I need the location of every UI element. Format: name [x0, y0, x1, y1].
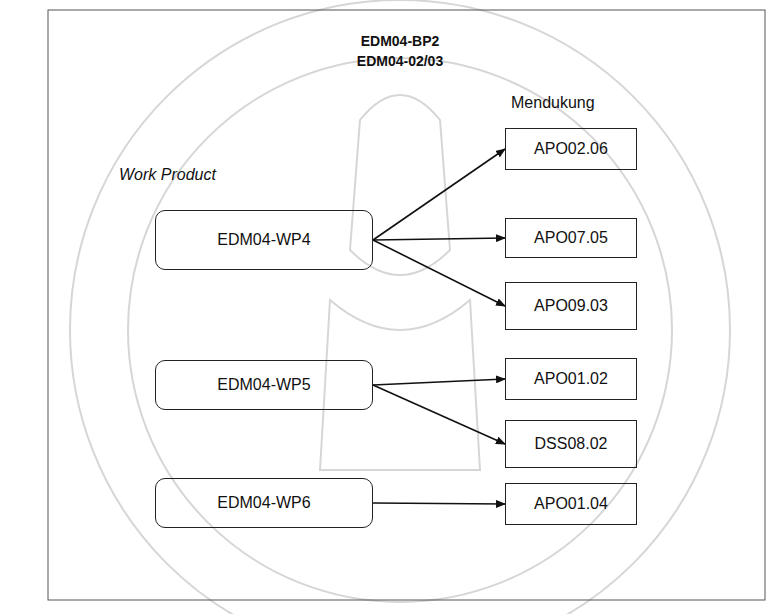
process-box: APO01.02	[505, 358, 637, 400]
box-label: APO09.03	[534, 296, 608, 315]
arrow-connector	[373, 149, 505, 240]
diagram-title: EDM04-BP2 EDM04-02/03	[350, 31, 450, 72]
work-product-box: EDM04-WP5	[155, 360, 373, 410]
process-box: APO09.03	[505, 282, 637, 330]
process-box: APO07.05	[505, 218, 637, 258]
box-label: EDM04-WP4	[217, 230, 310, 249]
process-box: APO01.04	[505, 483, 637, 525]
arrow-connector	[373, 240, 505, 306]
box-label: EDM04-WP5	[217, 375, 310, 394]
box-label: APO01.04	[534, 494, 608, 513]
column-heading: Mendukung	[511, 94, 595, 112]
process-box: DSS08.02	[505, 420, 637, 468]
column-heading: Work Product	[119, 166, 216, 184]
box-label: APO02.06	[534, 139, 608, 158]
arrow-connector	[373, 238, 505, 240]
arrow-connector	[373, 379, 505, 385]
arrow-connector	[373, 503, 505, 504]
work-product-box: EDM04-WP6	[155, 478, 373, 528]
box-label: DSS08.02	[535, 434, 608, 453]
frame	[48, 10, 765, 600]
process-box: APO02.06	[505, 128, 637, 170]
watermark-rings	[70, 0, 730, 614]
box-label: EDM04-WP6	[217, 493, 310, 512]
box-label: APO07.05	[534, 228, 608, 247]
box-label: APO01.02	[534, 369, 608, 388]
work-product-box: EDM04-WP4	[155, 210, 373, 270]
arrow-connector	[373, 385, 505, 444]
